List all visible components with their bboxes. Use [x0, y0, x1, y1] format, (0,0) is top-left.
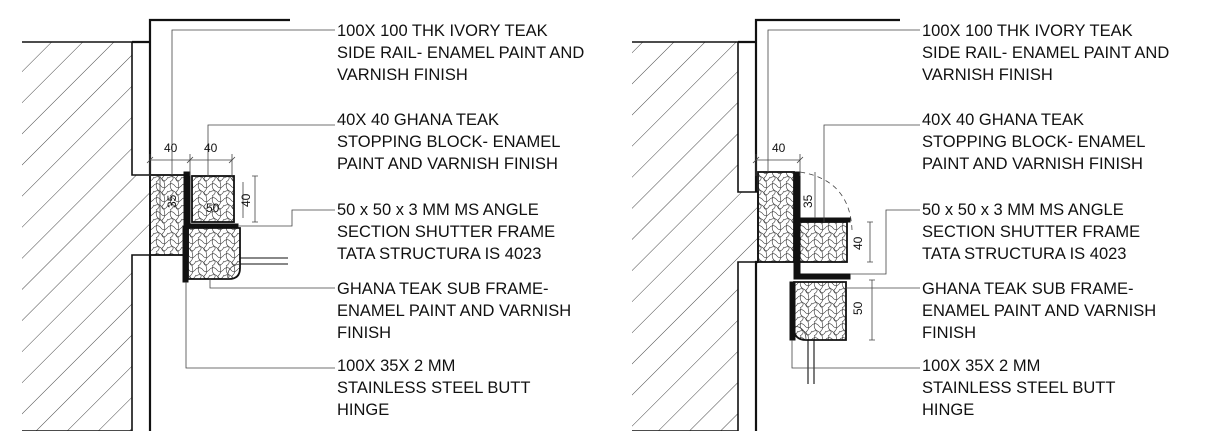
dim-angle-offset: 35	[801, 194, 815, 208]
label-hinge: 100X 35X 2 MM	[922, 357, 1040, 375]
shutter-line	[807, 340, 815, 384]
svg-text:VARNISH FINISH: VARNISH FINISH	[337, 66, 468, 84]
notes-left: 100X 100 THK IVORY TEAK SIDE RAIL- ENAME…	[337, 22, 584, 419]
label-ms-angle: 50 x 50 x 3 MM MS ANGLE	[922, 201, 1124, 219]
side-rail	[757, 171, 795, 263]
label-side-rail: 100X 100 THK IVORY TEAK	[337, 22, 548, 40]
svg-text:VARNISH FINISH: VARNISH FINISH	[922, 66, 1053, 84]
dim-block-height: 40	[851, 236, 865, 250]
svg-text:ENAMEL PAINT AND VARNISH: ENAMEL PAINT AND VARNISH	[337, 302, 571, 320]
leaders-left	[171, 29, 335, 369]
svg-text:SECTION SHUTTER FRAME: SECTION SHUTTER FRAME	[922, 223, 1140, 241]
stopping-block	[798, 221, 848, 263]
wall-section	[632, 41, 759, 431]
dimensions-left	[146, 154, 258, 223]
svg-text:SECTION SHUTTER FRAME: SECTION SHUTTER FRAME	[337, 223, 555, 241]
dim-side-rail-width: 40	[164, 141, 178, 155]
label-hinge: 100X 35X 2 MM	[337, 357, 455, 375]
detail-right: 40 35 40 50 100X 100 THK IVORY TEAK SIDE…	[632, 18, 1169, 431]
svg-text:TATA STRUCTURA IS 4023: TATA STRUCTURA IS 4023	[922, 245, 1126, 263]
svg-text:PAINT AND VARNISH FINISH: PAINT AND VARNISH FINISH	[337, 155, 558, 173]
wall-outline	[132, 18, 290, 431]
svg-text:STOPPING BLOCK- ENAMEL: STOPPING BLOCK- ENAMEL	[922, 133, 1145, 151]
svg-text:FINISH: FINISH	[337, 324, 391, 342]
stopping-block	[191, 175, 235, 223]
leaders-right	[767, 29, 920, 369]
swing-arc	[799, 171, 853, 231]
side-rail	[149, 174, 189, 256]
wall-section	[22, 41, 151, 431]
ms-angle	[793, 171, 851, 280]
label-sub-frame: GHANA TEAK SUB FRAME-	[922, 280, 1134, 298]
svg-text:SIDE RAIL- ENAMEL PAINT AND: SIDE RAIL- ENAMEL PAINT AND	[337, 44, 584, 62]
notes-right: 100X 100 THK IVORY TEAK SIDE RAIL- ENAME…	[922, 22, 1169, 419]
sub-frame	[187, 227, 241, 280]
svg-text:STAINLESS STEEL BUTT: STAINLESS STEEL BUTT	[922, 379, 1115, 397]
svg-text:ENAMEL PAINT AND VARNISH: ENAMEL PAINT AND VARNISH	[922, 302, 1156, 320]
svg-text:TATA STRUCTURA IS 4023: TATA STRUCTURA IS 4023	[337, 245, 541, 263]
shutter-line	[240, 257, 288, 265]
dim-block-height: 40	[239, 193, 253, 207]
label-sub-frame: GHANA TEAK SUB FRAME-	[337, 280, 549, 298]
hinge	[789, 281, 796, 341]
label-side-rail: 100X 100 THK IVORY TEAK	[922, 22, 1133, 40]
label-stopping-block: 40X 40 GHANA TEAK	[337, 111, 499, 129]
svg-text:FINISH: FINISH	[922, 324, 976, 342]
svg-text:HINGE: HINGE	[922, 401, 974, 419]
detail-left: 40 40 35 50 40 100X 100 THK IVORY TEAK S…	[22, 18, 584, 431]
svg-text:HINGE: HINGE	[337, 401, 389, 419]
svg-text:PAINT AND VARNISH FINISH: PAINT AND VARNISH FINISH	[922, 155, 1143, 173]
label-ms-angle: 50 x 50 x 3 MM MS ANGLE	[337, 201, 539, 219]
dim-block-width: 40	[204, 141, 218, 155]
dim-angle-offset: 35	[165, 194, 179, 208]
dimensions-right	[752, 154, 875, 341]
hinge	[182, 225, 189, 283]
svg-text:STOPPING BLOCK- ENAMEL: STOPPING BLOCK- ENAMEL	[337, 133, 560, 151]
svg-text:STAINLESS STEEL BUTT: STAINLESS STEEL BUTT	[337, 379, 530, 397]
dim-block-inner: 50	[206, 201, 220, 215]
dim-side-rail-width: 40	[772, 141, 786, 155]
sub-frame	[793, 281, 847, 341]
label-stopping-block: 40X 40 GHANA TEAK	[922, 111, 1084, 129]
svg-text:SIDE RAIL- ENAMEL PAINT AND: SIDE RAIL- ENAMEL PAINT AND	[922, 44, 1169, 62]
dim-sub-frame-height: 50	[851, 301, 865, 315]
